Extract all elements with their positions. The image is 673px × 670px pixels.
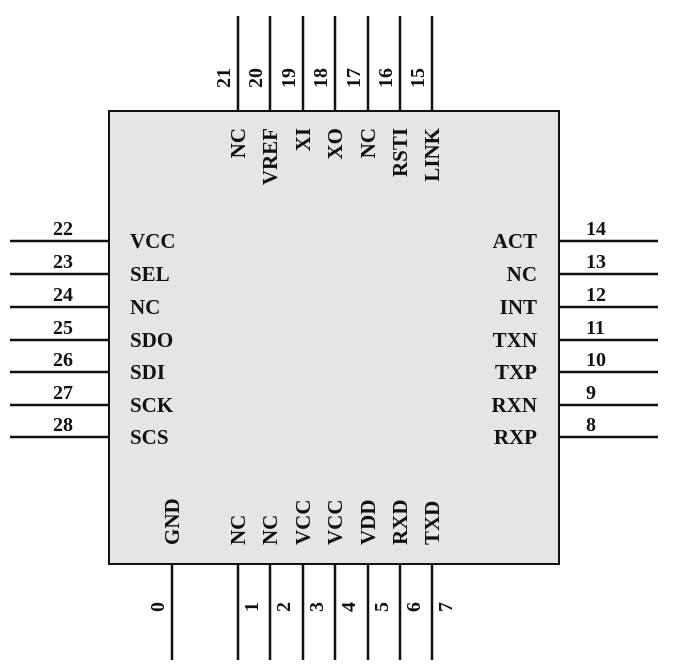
pin-name-25: SDO (130, 328, 173, 352)
pin-name-9: RXN (492, 393, 538, 417)
pin-number-1: 1 (241, 602, 263, 612)
pin-number-22: 22 (53, 218, 73, 240)
pin-name-2: NC (258, 515, 282, 545)
pin-number-27: 27 (53, 382, 73, 404)
pin-number-10: 10 (586, 349, 606, 371)
pin-name-8: RXP (494, 425, 537, 449)
pin-name-11: TXN (493, 328, 537, 352)
pin-name-16: RSTI (388, 128, 412, 177)
pin-name-13: NC (507, 262, 537, 286)
pin-number-2: 2 (273, 602, 295, 612)
pin-name-4: VCC (323, 500, 347, 546)
pin-number-5: 5 (371, 602, 393, 612)
pin-number-28: 28 (53, 414, 73, 436)
pin-name-10: TXP (495, 360, 537, 384)
pin-name-20: VREF (258, 128, 282, 185)
pin-number-8: 8 (586, 414, 596, 436)
pin-number-11: 11 (586, 317, 605, 339)
pin-name-12: INT (500, 295, 537, 319)
pin-name-5: VDD (356, 500, 380, 546)
pin-number-12: 12 (586, 284, 606, 306)
pin-number-26: 26 (53, 349, 73, 371)
pin-name-27: SCK (130, 393, 174, 417)
pin-name-21: NC (226, 128, 250, 158)
pin-number-13: 13 (586, 251, 606, 273)
pin-number-0: 0 (147, 602, 169, 612)
pin-number-15: 15 (407, 68, 429, 88)
pin-name-24: NC (130, 295, 160, 319)
pin-number-7: 7 (435, 602, 457, 612)
pin-number-3: 3 (306, 602, 328, 612)
pin-number-20: 20 (245, 68, 267, 88)
pin-number-25: 25 (53, 317, 73, 339)
pin-name-1: NC (226, 515, 250, 545)
pin-number-21: 21 (213, 68, 235, 88)
pin-number-14: 14 (586, 218, 606, 240)
pin-name-15: LINK (420, 127, 444, 181)
pin-number-24: 24 (53, 284, 73, 306)
pin-name-3: VCC (291, 500, 315, 546)
pin-name-23: SEL (130, 262, 170, 286)
pin-name-18: XO (323, 128, 347, 160)
pin-name-17: NC (356, 128, 380, 158)
chip-body (108, 110, 560, 565)
pin-number-16: 16 (375, 68, 397, 88)
pin-name-7: TXD (420, 501, 444, 545)
pin-name-14: ACT (493, 229, 537, 253)
pin-number-23: 23 (53, 251, 73, 273)
pin-name-0: GND (160, 498, 184, 545)
pin-number-4: 4 (338, 602, 360, 612)
pin-number-18: 18 (310, 68, 332, 88)
pin-name-22: VCC (130, 229, 176, 253)
pin-name-19: XI (291, 128, 315, 151)
pin-number-19: 19 (278, 68, 300, 88)
pin-number-17: 17 (343, 68, 365, 88)
pin-name-6: RXD (388, 500, 412, 546)
pin-name-28: SCS (130, 425, 169, 449)
pin-number-6: 6 (403, 602, 425, 612)
pin-name-26: SDI (130, 360, 165, 384)
pin-number-9: 9 (586, 382, 596, 404)
